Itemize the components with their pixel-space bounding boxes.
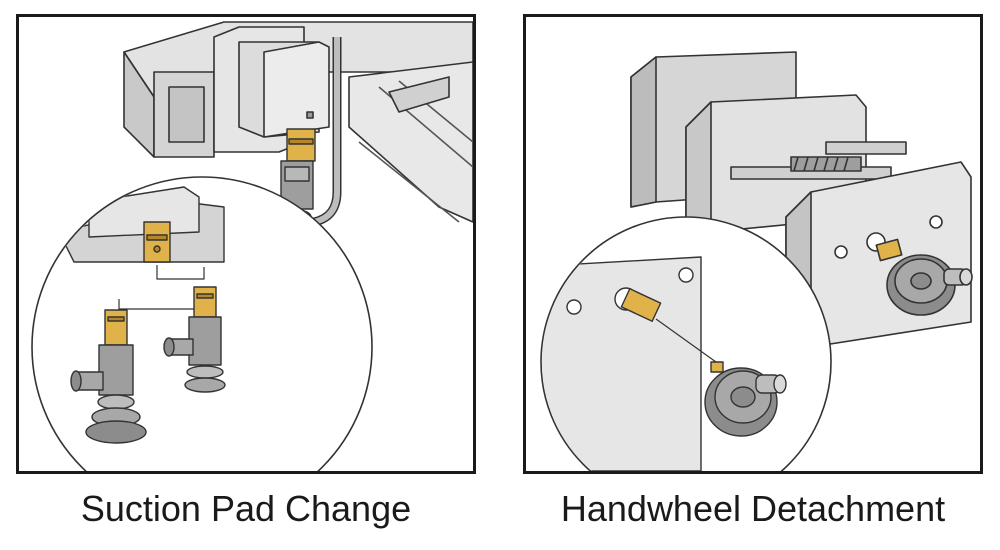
handwheel-illustration [540,51,973,471]
gantry-frame [123,21,473,227]
suction-pad-illustration [31,21,473,471]
detail-inset [31,176,373,471]
handwheel-panel [523,14,983,474]
detail-inset [540,216,832,471]
caption-handwheel-detachment: Handwheel Detachment [560,488,946,529]
suction-pad-panel [16,14,476,474]
caption-suction-pad-change: Suction Pad Change [80,488,412,529]
lead-screw [790,156,862,172]
